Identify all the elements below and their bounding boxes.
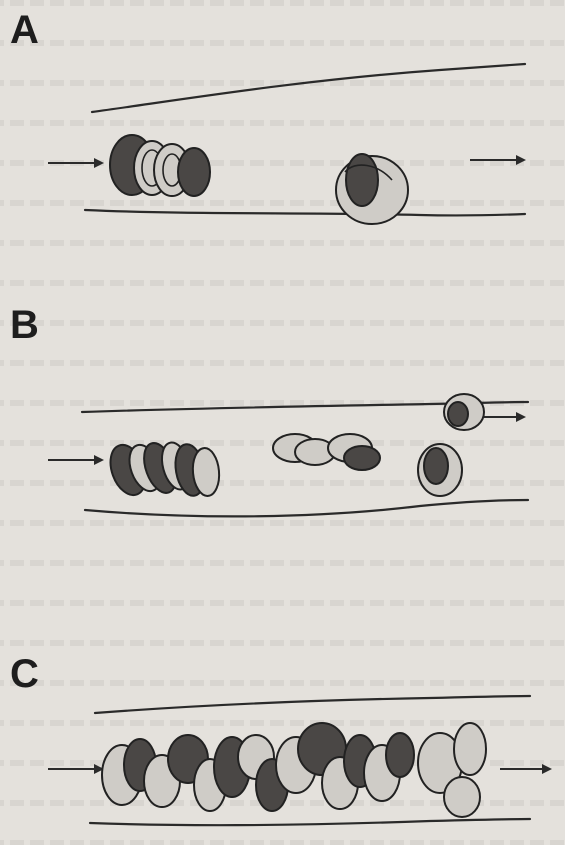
flow-arrow-out xyxy=(470,155,526,165)
erythrocyte-group-right xyxy=(418,394,484,496)
bleed-through-line xyxy=(0,40,565,46)
bleed-through-line xyxy=(0,0,565,6)
bleed-through-line xyxy=(0,320,565,326)
flow-arrow-in xyxy=(48,764,104,774)
erythrocyte-single xyxy=(336,154,408,224)
vessel-wall-upper xyxy=(92,64,525,112)
vessel-wall-lower xyxy=(85,500,528,516)
bleed-through-line xyxy=(0,360,565,366)
flow-arrow-in xyxy=(48,158,104,168)
panel-label-b: B xyxy=(10,303,39,348)
bleed-through-line xyxy=(0,600,565,606)
erythrocyte-aggregate xyxy=(110,135,210,196)
panel-b-diagram xyxy=(0,370,565,540)
vessel-wall-lower xyxy=(85,210,525,215)
erythrocyte-sludge-mass xyxy=(102,723,486,817)
bleed-through-line xyxy=(0,560,565,566)
panel-a-diagram xyxy=(0,60,565,250)
vessel-wall-lower xyxy=(90,819,530,825)
bleed-through-line xyxy=(0,280,565,286)
flow-arrow-in xyxy=(48,455,104,465)
erythrocyte-rouleaux-middle xyxy=(273,434,380,470)
vessel-wall-upper xyxy=(95,696,530,713)
bleed-through-line xyxy=(0,640,565,646)
panel-c-diagram xyxy=(0,685,565,845)
panel-label-a: A xyxy=(10,8,39,53)
flow-arrow-out xyxy=(500,764,552,774)
erythrocyte-rouleaux-left xyxy=(104,439,221,500)
